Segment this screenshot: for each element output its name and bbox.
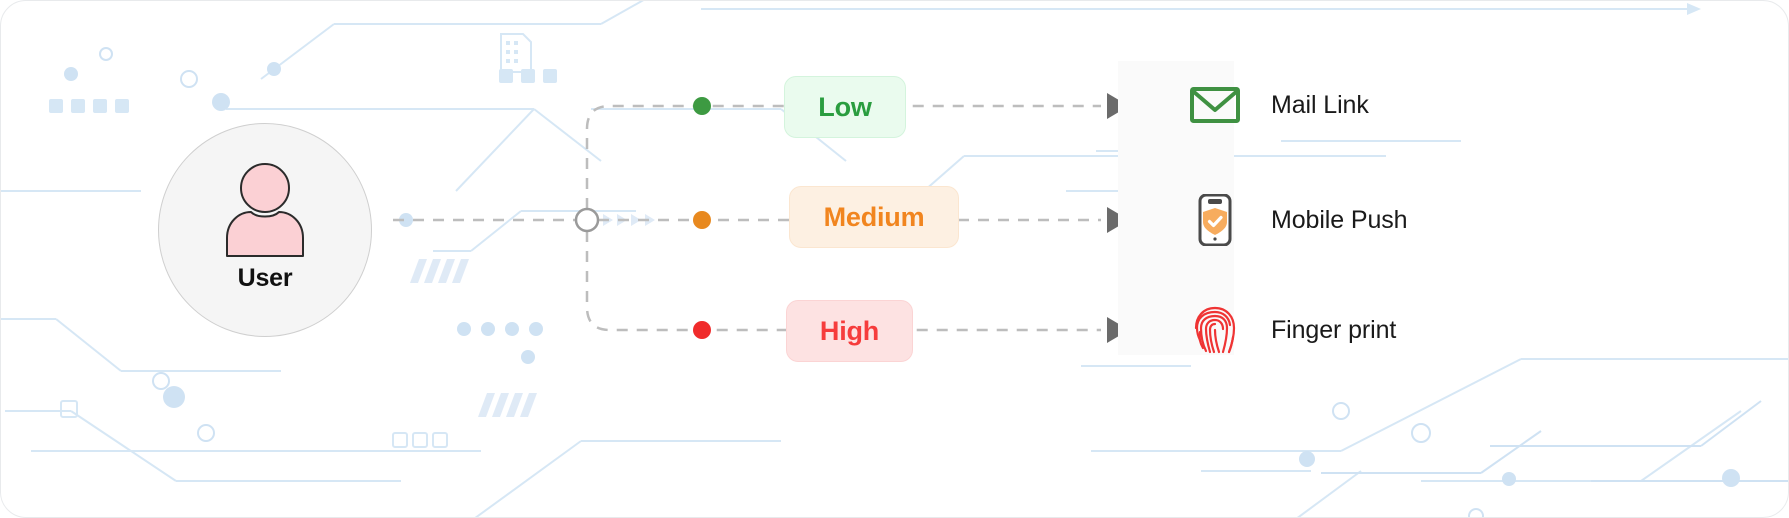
mail-envelope-icon (1189, 79, 1241, 131)
user-node-label: User (237, 263, 293, 292)
method-label: Mobile Push (1271, 205, 1408, 234)
branch-dot-icon (693, 97, 711, 115)
junction-node-icon (574, 207, 600, 233)
mobile-shield-check-icon (1189, 194, 1241, 246)
method-label: Finger print (1271, 315, 1397, 344)
fingerprint-icon (1189, 304, 1241, 356)
branch-dot-icon (693, 321, 711, 339)
risk-pill-medium[interactable]: Medium (789, 186, 959, 248)
branch-dot-icon (693, 211, 711, 229)
method-label: Mail Link (1271, 90, 1369, 119)
method-row[interactable]: Finger print (1189, 304, 1396, 356)
user-avatar-icon (226, 162, 304, 257)
method-row[interactable]: Mail Link (1189, 79, 1369, 131)
user-node[interactable]: User (158, 123, 372, 337)
risk-pill-high[interactable]: High (786, 300, 913, 362)
risk-pill-low[interactable]: Low (784, 76, 906, 138)
method-row[interactable]: Mobile Push (1189, 194, 1408, 246)
